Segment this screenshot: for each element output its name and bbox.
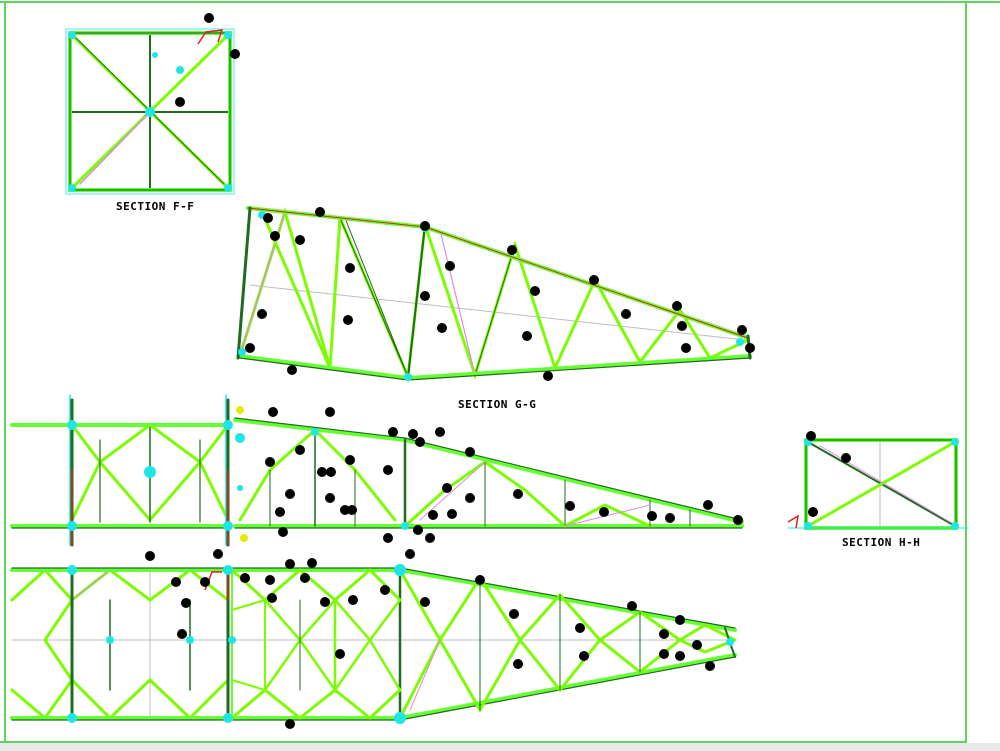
bottom-strip (0, 743, 1000, 751)
section-hh-drawing (787, 431, 969, 530)
plan-truss (10, 549, 737, 729)
elevation-truss (10, 394, 744, 547)
section-hh-label: SECTION H-H (842, 536, 920, 549)
section-gg-label: SECTION G-G (458, 398, 536, 411)
section-gg-drawing (236, 206, 755, 383)
section-ff-drawing (65, 13, 240, 195)
section-ff-label: SECTION F-F (116, 200, 194, 213)
